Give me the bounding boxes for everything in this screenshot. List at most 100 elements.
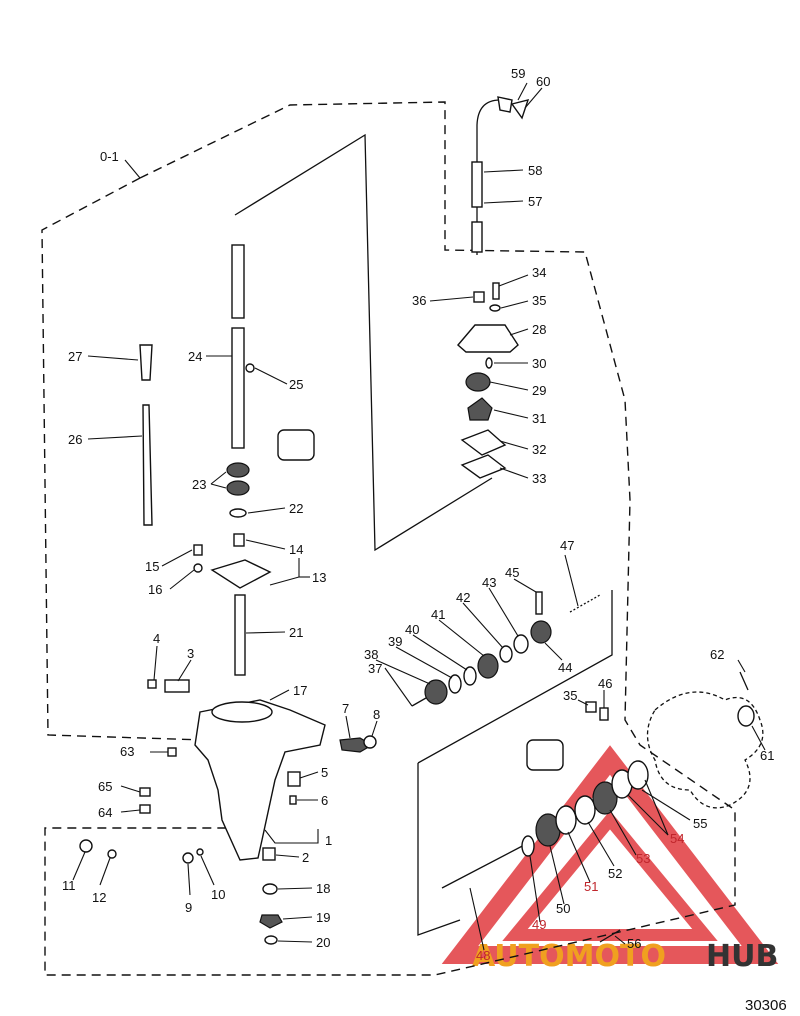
propshaft-group-outline bbox=[417, 590, 613, 764]
callout-33: 33 bbox=[532, 471, 546, 486]
fitting-27 bbox=[139, 344, 153, 381]
callout-38: 38 bbox=[364, 647, 378, 662]
nut-20 bbox=[264, 935, 278, 945]
water-tube-lower bbox=[471, 221, 483, 253]
assembly-label: 0-1 bbox=[100, 149, 119, 164]
callout-6: 6 bbox=[321, 793, 328, 808]
connector-8 bbox=[363, 735, 377, 749]
bearing-carrier-53 bbox=[592, 781, 618, 815]
screw-65 bbox=[139, 787, 151, 797]
callout-1: 1 bbox=[325, 833, 332, 848]
bushing-14 bbox=[233, 533, 245, 547]
screw-4 bbox=[147, 679, 157, 689]
callout-7: 7 bbox=[342, 701, 349, 716]
callout-49: 49 bbox=[532, 917, 546, 932]
propshaft-assembly bbox=[411, 591, 764, 943]
callout-60: 60 bbox=[536, 74, 550, 89]
callout-46: 46 bbox=[598, 676, 612, 691]
callout-34: 34 bbox=[532, 265, 546, 280]
tube-clip bbox=[497, 96, 513, 113]
callout-51: 51 bbox=[584, 879, 598, 894]
screw-6 bbox=[289, 795, 297, 805]
water-tube-assembly bbox=[471, 96, 530, 255]
screw-9 bbox=[182, 852, 194, 864]
gear-housing bbox=[79, 679, 377, 945]
washer-39 bbox=[448, 674, 462, 694]
callout-31: 31 bbox=[532, 411, 546, 426]
screw-11 bbox=[79, 839, 93, 853]
pump-screw-34 bbox=[492, 282, 500, 300]
ring-43 bbox=[513, 634, 529, 654]
seal-23a bbox=[226, 462, 250, 478]
callout-40: 40 bbox=[405, 622, 419, 637]
sealant-tube-icon-2 bbox=[526, 739, 564, 771]
callout-48: 48 bbox=[476, 948, 490, 963]
callout-52: 52 bbox=[608, 866, 622, 881]
callout-35: 35 bbox=[532, 293, 546, 308]
driveshaft-upper bbox=[231, 244, 245, 319]
driveshaft-24 bbox=[231, 327, 245, 449]
callout-62: 62 bbox=[710, 647, 724, 662]
callout-28: 28 bbox=[532, 322, 546, 337]
callout-39: 39 bbox=[388, 634, 402, 649]
callout-30: 30 bbox=[532, 356, 546, 371]
seal-23b bbox=[226, 480, 250, 496]
washer-49 bbox=[521, 835, 535, 857]
assembly-boundary-dashed-left bbox=[41, 177, 206, 741]
plug-5 bbox=[287, 771, 301, 787]
callout-17: 17 bbox=[293, 683, 307, 698]
cotter-pin-62 bbox=[739, 671, 749, 691]
callout-15: 15 bbox=[145, 559, 159, 574]
assembly-boundary-dashed bbox=[44, 101, 736, 976]
sealant-tube-icon bbox=[277, 429, 315, 461]
pin-56 bbox=[599, 929, 621, 943]
tube-seal bbox=[510, 99, 530, 120]
callout-42: 42 bbox=[456, 590, 470, 605]
callout-22: 22 bbox=[289, 501, 303, 516]
callout-10: 10 bbox=[211, 887, 225, 902]
callout-45: 45 bbox=[505, 565, 519, 580]
callout-47: 47 bbox=[560, 538, 574, 553]
assembly-label-leader bbox=[124, 159, 141, 179]
callout-32: 32 bbox=[532, 442, 546, 457]
callout-18: 18 bbox=[316, 881, 330, 896]
bearing-51 bbox=[555, 805, 577, 835]
retainer-plate-13 bbox=[210, 559, 272, 589]
water-tube-grommet bbox=[471, 161, 483, 208]
pump-housing-28 bbox=[457, 324, 519, 353]
washer-16 bbox=[193, 563, 203, 573]
callout-64: 64 bbox=[98, 805, 112, 820]
impeller-31 bbox=[467, 397, 493, 421]
callout-59: 59 bbox=[511, 66, 525, 81]
gasket-32 bbox=[460, 429, 507, 456]
screw-46 bbox=[599, 707, 609, 721]
callout-labels: 59 60 58 57 34 36 35 28 30 29 31 32 33 2… bbox=[62, 66, 774, 963]
callout-12: 12 bbox=[92, 890, 106, 905]
pump-washer-35 bbox=[489, 304, 501, 312]
callout-9: 9 bbox=[185, 900, 192, 915]
callout-41: 41 bbox=[431, 607, 445, 622]
driveshaft-assembly bbox=[139, 244, 315, 676]
callout-26: 26 bbox=[68, 432, 82, 447]
callout-25: 25 bbox=[289, 377, 303, 392]
driveshaft-outline bbox=[234, 133, 493, 552]
propeller-outline bbox=[646, 691, 764, 809]
pin-45 bbox=[535, 591, 543, 615]
water-pump-assembly bbox=[457, 282, 519, 479]
callout-19: 19 bbox=[316, 910, 330, 925]
watermark-text-automoto: AUTOMOTO bbox=[472, 939, 666, 974]
watermark: AUTOMOTO HUB bbox=[441, 745, 779, 974]
washer-22 bbox=[229, 508, 247, 518]
washer-12 bbox=[107, 849, 117, 859]
screw-15 bbox=[193, 544, 203, 556]
callout-5: 5 bbox=[321, 765, 328, 780]
pump-ball-30 bbox=[485, 357, 493, 369]
watermark-triangle-outer bbox=[441, 745, 779, 964]
callout-50: 50 bbox=[556, 901, 570, 916]
pump-face-plate-29 bbox=[465, 372, 491, 392]
callout-54: 54 bbox=[670, 831, 684, 846]
callout-58: 58 bbox=[528, 163, 542, 178]
callout-2: 2 bbox=[302, 850, 309, 865]
washer-10 bbox=[196, 848, 204, 856]
callout-44: 44 bbox=[558, 660, 572, 675]
